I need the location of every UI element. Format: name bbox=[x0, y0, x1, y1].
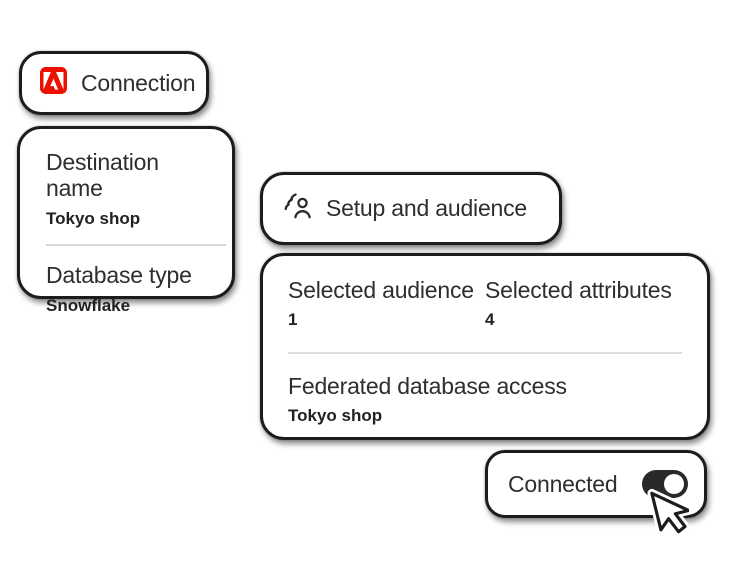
selected-audience-stat: Selected audience 1 bbox=[288, 277, 485, 331]
database-type-value: Snowflake bbox=[46, 295, 131, 315]
setup-audience-chip[interactable]: Setup and audience bbox=[260, 172, 562, 245]
connected-card: Connected bbox=[485, 450, 707, 518]
database-type-label: Database type bbox=[46, 262, 192, 289]
connection-chip[interactable]: Connection bbox=[19, 51, 209, 115]
database-type-field: Database type Snowflake bbox=[46, 262, 218, 316]
connection-chip-label: Connection bbox=[81, 69, 196, 96]
selected-attributes-value: 4 bbox=[485, 310, 495, 330]
summary-card: Selected audience 1 Selected attributes … bbox=[260, 253, 710, 440]
selected-audience-value: 1 bbox=[288, 310, 298, 330]
destination-name-value: Tokyo shop bbox=[46, 208, 141, 228]
adobe-logo-icon bbox=[40, 67, 67, 99]
selected-audience-label: Selected audience bbox=[288, 277, 474, 303]
destination-name-label: Destination name bbox=[46, 149, 159, 202]
selected-attributes-stat: Selected attributes 4 bbox=[485, 277, 682, 331]
selected-attributes-label: Selected attributes bbox=[485, 277, 672, 303]
federated-access-field: Federated database access Tokyo shop bbox=[288, 373, 682, 427]
federated-access-value: Tokyo shop bbox=[288, 406, 383, 426]
summary-stats-row: Selected audience 1 Selected attributes … bbox=[288, 277, 682, 331]
summary-divider bbox=[288, 351, 682, 354]
setup-chip-label: Setup and audience bbox=[326, 195, 528, 222]
toggle-knob bbox=[664, 474, 684, 494]
destination-name-field: Destination name Tokyo shop bbox=[46, 149, 218, 229]
field-divider bbox=[46, 244, 226, 247]
federated-access-label: Federated database access bbox=[288, 372, 567, 399]
audience-icon bbox=[283, 192, 313, 225]
destination-details-card: Destination name Tokyo shop Database typ… bbox=[17, 126, 235, 315]
connected-toggle[interactable] bbox=[642, 470, 688, 498]
connected-label: Connected bbox=[508, 470, 618, 497]
